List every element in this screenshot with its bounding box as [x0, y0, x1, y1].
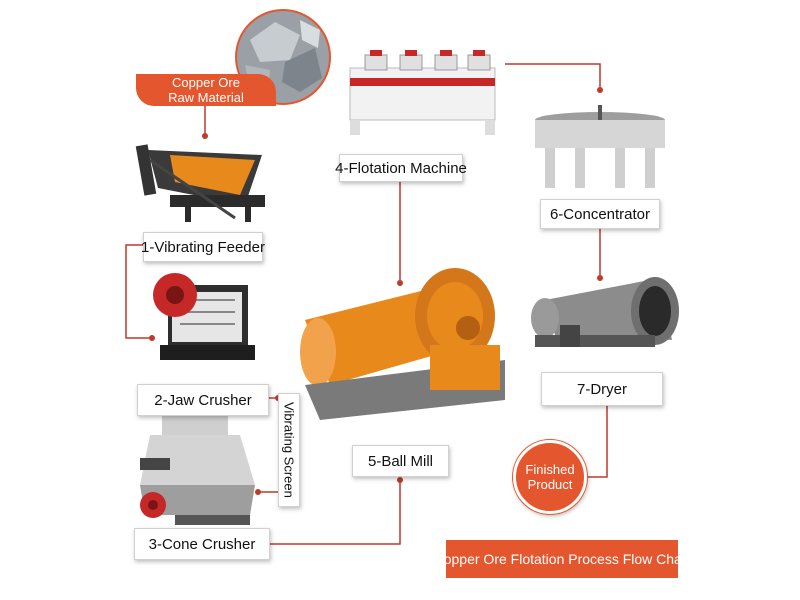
step-3-cone-crusher: 3-Cone Crusher — [134, 528, 270, 560]
chart-title: Copper Ore Flotation Process Flow Chart — [434, 540, 690, 578]
connector-feeder-jaw — [125, 244, 152, 339]
raw-material-line1: Copper Ore — [172, 75, 240, 90]
connector-cone-mill — [268, 478, 401, 545]
vibrating-feeder-image — [135, 144, 265, 222]
concentrator-image — [535, 105, 665, 188]
raw-material-line2: Raw Material — [168, 90, 244, 105]
connector-flotation-concentrator — [505, 63, 601, 90]
jaw-crusher-image — [153, 273, 255, 360]
finished-product-badge: Finished Product — [513, 440, 587, 514]
step-2-jaw-crusher: 2-Jaw Crusher — [137, 384, 269, 416]
connector-dryer-finished — [584, 405, 608, 478]
step-4-flotation-machine: 4-Flotation Machine — [335, 154, 467, 182]
step-6-concentrator: 6-Concentrator — [540, 199, 660, 229]
step-1-vibrating-feeder: 1-Vibrating Feeder — [141, 232, 265, 262]
raw-material-tag: Copper Ore Raw Material — [136, 74, 276, 106]
cone-crusher-image — [140, 415, 255, 525]
finished-product-line1: Finished — [525, 462, 575, 477]
vibrating-screen-label: Vibrating Screen — [278, 393, 300, 507]
ball-mill-image — [300, 268, 505, 420]
finished-product-line2: Product — [527, 477, 573, 492]
dryer-image — [531, 277, 679, 347]
step-5-ball-mill: 5-Ball Mill — [352, 445, 449, 477]
step-7-dryer: 7-Dryer — [541, 372, 663, 406]
flotation-machine-image — [349, 50, 496, 135]
